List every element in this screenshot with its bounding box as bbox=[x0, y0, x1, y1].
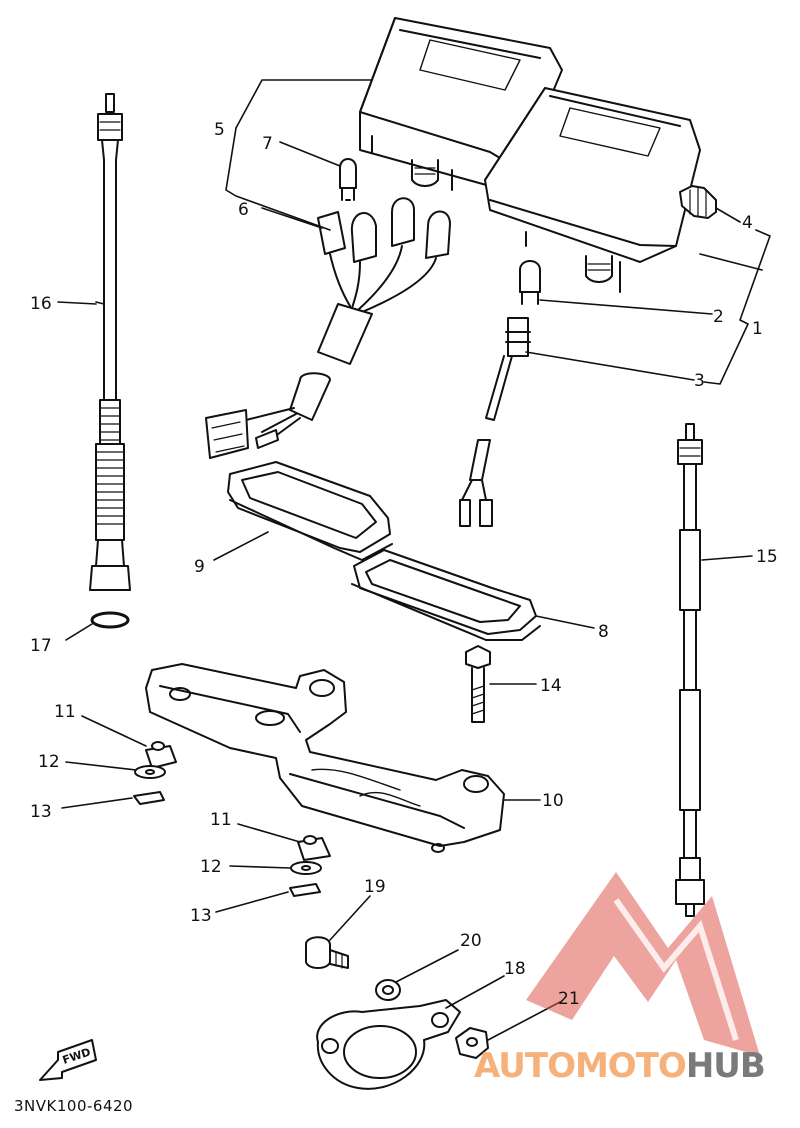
label-12-left: 12 bbox=[38, 752, 60, 772]
automotohub-logo-icon bbox=[526, 872, 760, 1056]
clamp-18 bbox=[316, 999, 461, 1090]
watermark-text: AUTOMOTOHUB bbox=[474, 1046, 766, 1086]
fwd-arrow-icon: FWD bbox=[39, 1039, 97, 1081]
watermark-part1: AUTOMOTO bbox=[474, 1046, 687, 1086]
reset-knob bbox=[679, 185, 717, 219]
watermark-part2: HUB bbox=[685, 1046, 766, 1086]
leader-lines bbox=[57, 79, 771, 1041]
label-7: 7 bbox=[262, 134, 273, 154]
label-13-left: 13 bbox=[30, 802, 52, 822]
part-labels: 5 7 6 4 2 1 3 16 15 9 8 17 14 11 12 13 1… bbox=[30, 120, 778, 1009]
tachometer-cable-15 bbox=[675, 423, 705, 917]
label-6: 6 bbox=[238, 200, 249, 220]
grommet-11-right bbox=[297, 835, 331, 861]
gasket-8 bbox=[351, 549, 541, 641]
bolt-14 bbox=[465, 645, 491, 723]
label-9: 9 bbox=[194, 557, 205, 577]
label-18: 18 bbox=[504, 959, 526, 979]
collar-20 bbox=[375, 979, 401, 1001]
label-13-right: 13 bbox=[190, 906, 212, 926]
label-3: 3 bbox=[694, 371, 705, 391]
label-16: 16 bbox=[30, 294, 52, 314]
label-11-left: 11 bbox=[54, 702, 76, 722]
label-4: 4 bbox=[742, 213, 753, 233]
grommet-11-left bbox=[145, 741, 177, 769]
socket-cord-3 bbox=[459, 317, 531, 527]
bolt-19 bbox=[305, 936, 349, 969]
label-8: 8 bbox=[598, 622, 609, 642]
label-19: 19 bbox=[364, 877, 386, 897]
label-10: 10 bbox=[542, 791, 564, 811]
label-5: 5 bbox=[214, 120, 225, 140]
label-20: 20 bbox=[460, 931, 482, 951]
meter-bracket-10 bbox=[145, 663, 505, 853]
gasket-9 bbox=[227, 461, 393, 561]
label-2: 2 bbox=[713, 307, 724, 327]
o-ring-17 bbox=[90, 611, 130, 629]
label-1: 1 bbox=[752, 319, 763, 339]
meter-housing-right bbox=[484, 87, 701, 293]
label-15: 15 bbox=[756, 547, 778, 567]
nut-21 bbox=[455, 1027, 489, 1059]
washer-12-left bbox=[134, 765, 166, 779]
label-14: 14 bbox=[540, 676, 562, 696]
bulb-2 bbox=[519, 260, 541, 305]
label-12-right: 12 bbox=[200, 857, 222, 877]
washer-12-right bbox=[290, 861, 322, 875]
diagram-code: 3NVK100-6420 bbox=[14, 1097, 134, 1115]
bulb-7 bbox=[339, 158, 357, 201]
label-11-right: 11 bbox=[210, 810, 232, 830]
clip-13-left bbox=[133, 791, 165, 805]
wire-harness-6 bbox=[205, 197, 451, 459]
label-17: 17 bbox=[30, 636, 52, 656]
speedometer-cable-16 bbox=[89, 93, 131, 591]
clip-13-right bbox=[289, 883, 321, 897]
label-21: 21 bbox=[558, 989, 580, 1009]
